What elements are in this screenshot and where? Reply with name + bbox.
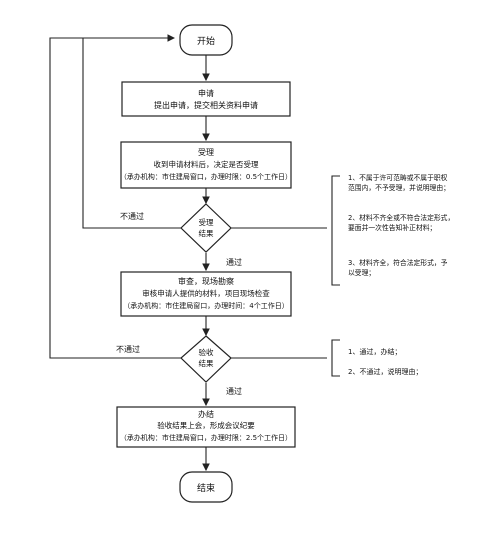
node-handle-line-3: （承办机构：市住建局窗口，办理时限：2.5个工作日） [120, 433, 292, 442]
note1-bracket [331, 175, 340, 286]
edge-label-reject1: 不通过 [120, 211, 144, 221]
node-accept: 受理 收到申请材料后，决定是否受理 （承办机构：市住建局窗口，办理时限：0.5个… [120, 141, 292, 189]
note-accept-3-line-1: 3、材料齐全，符合法定形式，予 [348, 258, 448, 267]
node-accept-line-3: （承办机构：市住建局窗口，办理时限：0.5个工作日） [120, 172, 292, 181]
note-accept-1-line-2: 范围内，不予受理，并说明理由； [348, 183, 450, 192]
note2-bracket [331, 339, 340, 377]
node-handle: 办结 验收结果上会，形成会议纪要 （承办机构：市住建局窗口，办理时限：2.5个工… [116, 406, 296, 448]
node-accept-line-1: 受理 [198, 147, 214, 157]
edges [49, 34, 340, 472]
node-acceptance-decision-line-2: 结果 [199, 358, 214, 368]
note-accept-1-line-1: 1、不属于许可范畴或不属于职权 [348, 173, 448, 182]
node-accept-decision-line-1: 受理 [199, 217, 214, 227]
node-start-label: 开始 [197, 35, 215, 47]
node-review-line-3: （承办机构：市住建局窗口，办理时间：4个工作日） [123, 301, 288, 310]
node-acceptance-decision-line-1: 验收 [199, 347, 214, 357]
edge-reject1-loop [82, 34, 181, 229]
node-end: 结束 [179, 471, 233, 503]
node-acceptance-decision: 验收 结果 [180, 335, 232, 383]
node-apply-line-1: 申请 [198, 88, 214, 98]
node-review: 审查，现场勘察 审核申请人提供的材料，项目现场检查 （承办机构：市住建局窗口，办… [120, 271, 292, 317]
node-apply-line-2: 提出申请，提交相关资料申请 [154, 100, 258, 110]
note-acceptance-2: 2、不通过，说明理由； [348, 367, 422, 376]
node-end-label: 结束 [197, 482, 215, 494]
node-handle-line-1: 办结 [198, 409, 214, 419]
node-review-line-2: 审核申请人提供的材料，项目现场检查 [142, 288, 270, 298]
node-handle-line-2: 验收结果上会，形成会议纪要 [157, 420, 255, 430]
note-accept: 1、不属于许可范畴或不属于职权 范围内，不予受理，并说明理由； 2、材料不齐全或… [348, 173, 454, 277]
edge-label-pass2: 通过 [226, 386, 242, 396]
node-accept-decision-line-2: 结果 [199, 228, 214, 238]
node-start: 开始 [179, 24, 233, 56]
node-review-line-1: 审查，现场勘察 [178, 276, 234, 286]
note-acceptance: 1、通过，办结； 2、不通过，说明理由； [348, 347, 422, 376]
edge-reject2-loop [49, 37, 181, 359]
note-accept-2-line-1: 2、材料不齐全或不符合法定形式， [348, 213, 454, 222]
node-accept-line-2: 收到申请材料后，决定是否受理 [154, 159, 259, 169]
note-accept-3-line-2: 以受理； [348, 268, 375, 277]
node-apply: 申请 提出申请，提交相关资料申请 [121, 81, 291, 117]
note-accept-2-line-2: 要面并一次性告知补正材料； [348, 223, 436, 232]
edge-label-pass1: 通过 [226, 257, 242, 267]
edge-label-reject2: 不通过 [116, 344, 140, 354]
node-accept-decision: 受理 结果 [180, 203, 232, 253]
note-acceptance-1: 1、通过，办结； [348, 347, 401, 356]
